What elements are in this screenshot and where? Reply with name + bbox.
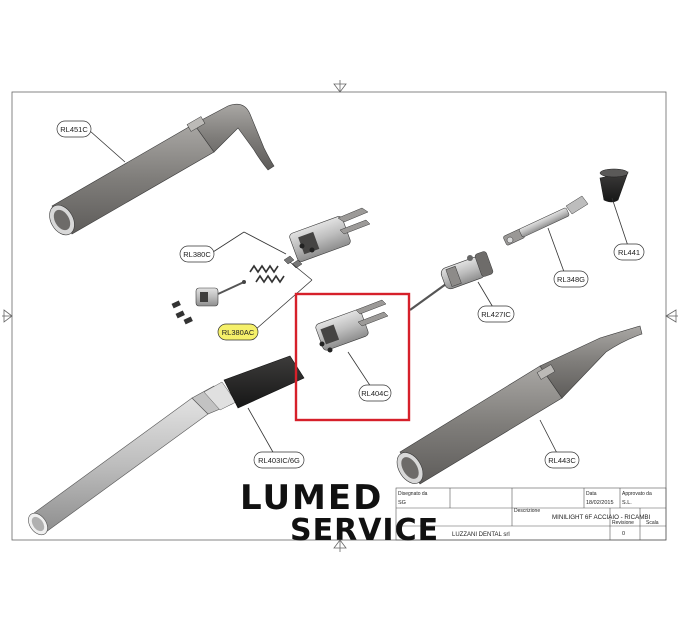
tb-company: LUZZANI DENTAL srl	[452, 532, 510, 538]
tb-scala-label: Scala	[646, 520, 659, 526]
part-rl380ac-module	[171, 280, 246, 325]
part-rl404c-connector	[315, 299, 389, 353]
callout-rl403ic[interactable]: RL403IC/6G	[253, 451, 305, 469]
callout-rl380c-label: RL380C	[183, 250, 211, 259]
callout-rl403ic-label: RL403IC/6G	[258, 456, 300, 465]
callout-rl443c-label: RL443C	[548, 456, 576, 465]
tb-descrizione-label: Descrizione	[514, 508, 540, 514]
callout-rl443c[interactable]: RL443C	[544, 451, 580, 469]
callout-rl451c-label: RL451C	[60, 125, 88, 134]
part-rl443c-sleeve	[396, 325, 643, 485]
tb-data-value: 18/02/2015	[586, 500, 614, 506]
tb-approvato-label: Approvato da	[622, 491, 652, 497]
callout-rl441-label: RL441	[618, 248, 640, 257]
callout-rl348g[interactable]: RL348G	[553, 270, 589, 288]
tb-descrizione-value: MINILIGHT 6F ACCIAIO - RICAMBI	[552, 514, 650, 521]
callout-rl380ac[interactable]: RL380AC	[217, 323, 259, 341]
callout-rl427ic-label: RL427IC	[481, 310, 511, 319]
callout-rl380ac-label: RL380AC	[222, 328, 255, 337]
callout-rl380c[interactable]: RL380C	[179, 245, 215, 263]
leader-lines	[89, 130, 629, 462]
tb-revisione-label: Revisione	[612, 520, 634, 526]
part-rl427ic-lamp-holder	[409, 251, 494, 311]
part-rl451c-sleeve	[49, 103, 275, 236]
tb-disegnato-value: SG	[398, 500, 406, 506]
callout-rl441[interactable]: RL441	[613, 243, 645, 261]
title-block: Disegnato da SG Descrizione MINILIGHT 6F…	[395, 487, 667, 541]
logo-line2: SERVICE	[290, 513, 439, 548]
lumed-service-logo: LUMED SERVICE	[240, 478, 439, 548]
callout-rl404c-label: RL404C	[361, 389, 389, 398]
tb-data-label: Data	[586, 491, 597, 497]
part-rl441-cone	[599, 168, 629, 203]
highlight-box-rl404c	[294, 292, 411, 422]
callout-rl427ic[interactable]: RL427IC	[477, 305, 515, 323]
tb-disegnato-label: Disegnato da	[398, 491, 428, 497]
tb-revisione-value: 0	[622, 531, 625, 537]
callout-rl348g-label: RL348G	[557, 275, 585, 284]
callout-rl404c[interactable]: RL404C	[358, 384, 392, 402]
part-rl403ic-cable	[28, 355, 305, 536]
part-rl348g-fiber-rod	[503, 195, 589, 246]
logo-line1: LUMED	[240, 478, 383, 518]
tb-approvato-value: S.L.	[622, 500, 632, 506]
callout-rl451c[interactable]: RL451C	[56, 120, 92, 138]
part-rl380c-connector	[249, 207, 371, 284]
drawing-frame	[2, 80, 678, 552]
